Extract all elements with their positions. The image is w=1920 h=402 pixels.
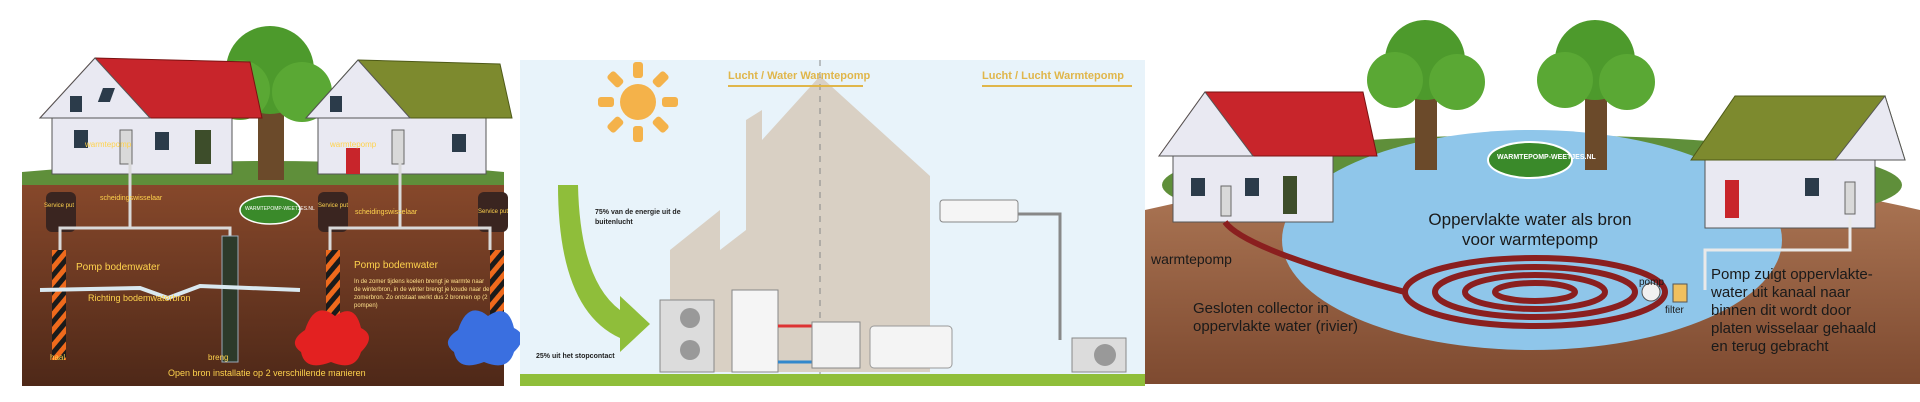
radiator-icon — [811, 321, 861, 369]
filter-icon — [1672, 283, 1688, 303]
intake-pipe — [1703, 216, 1852, 290]
panel-open-bron: warmtepomp warmtepomp scheidingswisselaa… — [0, 0, 520, 402]
title-oppervlakte: Oppervlakte water als bron voor warmtepo… — [1428, 210, 1632, 249]
label-pomp-bodemwater-left: Pomp bodemwater — [76, 262, 160, 273]
sofa-icon — [869, 325, 953, 369]
title-lucht-water: Lucht / Water Warmtepomp — [728, 70, 871, 82]
lucht-illustration — [520, 60, 1145, 386]
tree-icon — [1367, 20, 1655, 170]
house-left — [1158, 91, 1378, 223]
label-warmtepomp-left: warmtepomp — [85, 140, 132, 149]
label-scheidingswisselaar-right: scheidingswisselaar — [355, 209, 418, 216]
label-service-put-left: Service put — [44, 203, 75, 209]
caption-open-bron: Open bron installatie op 2 verschillende… — [168, 368, 366, 378]
house-right — [1690, 94, 1906, 229]
well-haal — [52, 250, 66, 360]
logo-text: WARMTEPOMP-WEETJES.NL — [245, 206, 315, 212]
label-gesloten-collector: Gesloten collector in oppervlakte water … — [1193, 300, 1359, 335]
service-put-icon — [46, 192, 508, 232]
indoor-unit-icon — [731, 289, 779, 373]
label-pomp: pomp — [1639, 277, 1665, 288]
panel-lucht-warmtepomp: Lucht / Water Warmtepomp Lucht / Lucht W… — [520, 0, 1145, 402]
well-breng — [221, 235, 239, 363]
house-left — [38, 57, 263, 175]
house-right — [304, 59, 513, 175]
label-haal: haal — [50, 353, 66, 362]
oppervlakte-illustration — [1145, 20, 1920, 384]
note-25-percent: 25% uit het stopcontact — [536, 353, 615, 360]
pump-icon — [1641, 282, 1661, 302]
label-breng: breng — [208, 353, 229, 362]
label-seasonal-note: In de zomer tijdens koelen brengt je war… — [354, 279, 490, 309]
airco-outdoor-icon — [1071, 337, 1127, 373]
collector-pipe — [1222, 220, 1406, 295]
label-warmtepomp-right: warmtepomp — [330, 140, 377, 149]
label-filter: filter — [1665, 305, 1684, 316]
outdoor-unit-icon — [659, 299, 715, 373]
logo-badge — [1487, 141, 1573, 179]
cold-bron-blob — [448, 310, 520, 366]
label-richting-bodemwaterbron: Richting bodemwaterbron — [88, 293, 191, 303]
logo-badge — [239, 195, 301, 225]
airco-indoor-icon — [939, 199, 1019, 223]
energy-arrow — [558, 185, 650, 352]
label-service-put-mid: Service put — [318, 203, 349, 209]
label-scheidingswisselaar-left: scheidingswisselaar — [100, 195, 163, 202]
logo-text: WARMTEPOMP-WEETJES.NL — [1497, 154, 1596, 161]
label-service-put-right: Service put — [478, 209, 509, 215]
panel-oppervlakte-water: WARMTEPOMP-WEETJES.NL Oppervlakte water … — [1145, 0, 1920, 402]
open-bron-illustration — [22, 26, 520, 386]
ground-strip — [520, 374, 1145, 386]
label-pomp-bodemwater-right: Pomp bodemwater — [354, 260, 438, 271]
title-lucht-lucht: Lucht / Lucht Warmtepomp — [982, 70, 1124, 82]
label-warmtepomp: warmtepomp — [1151, 251, 1232, 267]
label-description: Pomp zuigt oppervlakte-water uit kanaal … — [1711, 266, 1877, 355]
warm-bron-blob — [294, 310, 369, 366]
sun-icon — [598, 62, 678, 142]
note-75-percent: 75% van de energie uit de buitenlucht — [595, 209, 681, 226]
